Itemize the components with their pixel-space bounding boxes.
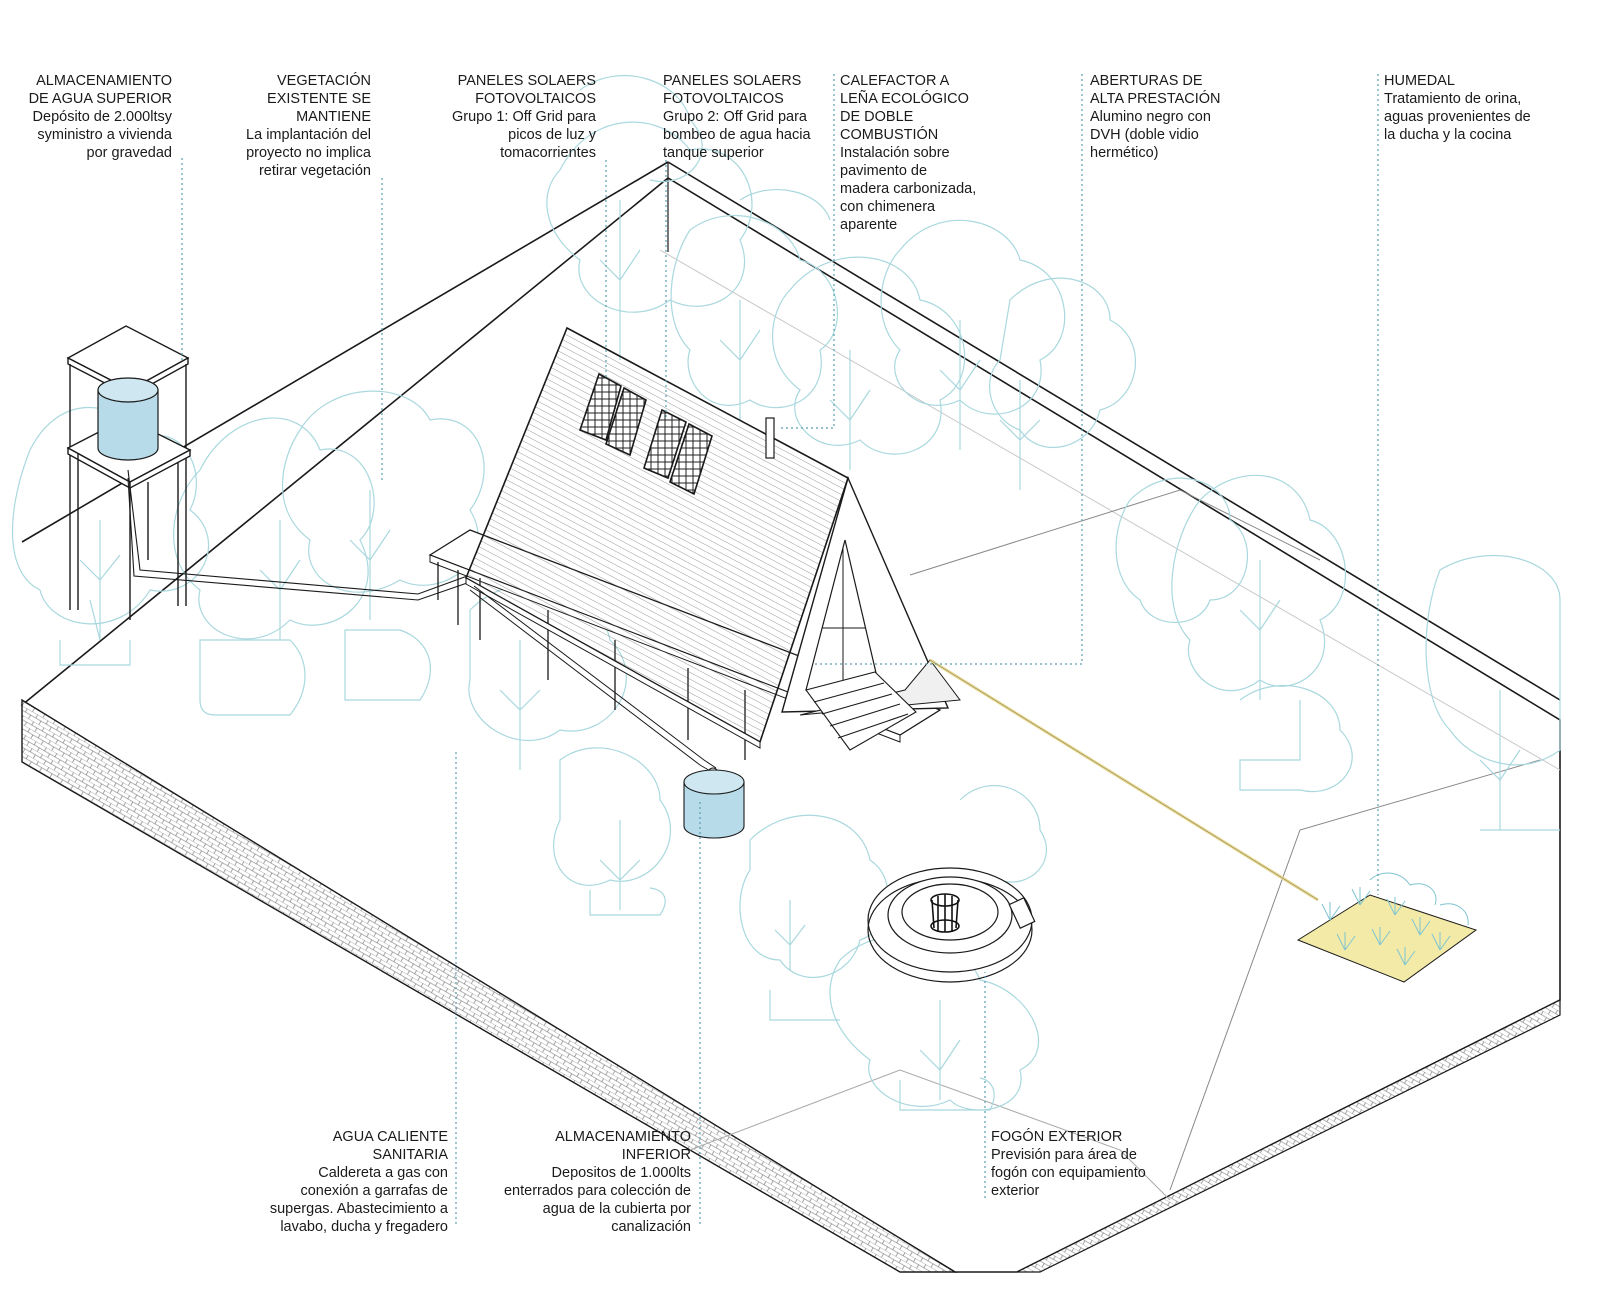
- label-vegetation: VEGETACIÓN EXISTENTE SE MANTIENE La impl…: [200, 72, 371, 180]
- label-upper-water-storage: ALMACENAMIENTO DE AGUA SUPERIOR Depósito…: [0, 72, 172, 162]
- label-title: HUMEDAL: [1384, 73, 1455, 89]
- label-title: CALEFACTOR A LEÑA ECOLÓGICO DE DOBLE COM…: [840, 73, 969, 143]
- label-title: ABERTURAS DE ALTA PRESTACIÓN: [1090, 73, 1221, 107]
- leader-lines: [181, 74, 1379, 1224]
- label-title: ALMACENAMIENTO INFERIOR: [555, 1129, 691, 1163]
- upper-water-tower: [66, 325, 192, 620]
- gravity-supply-pipe: [127, 469, 471, 601]
- site-top-surface: [20, 177, 1561, 1273]
- label-description: La implantación del proyecto no implica …: [246, 127, 371, 179]
- label-title: AGUA CALIENTE SANITARIA: [332, 1129, 448, 1163]
- site-wall-right: [1016, 999, 1561, 1273]
- label-description: Previsión para área de fogón con equipam…: [991, 1147, 1146, 1199]
- chimney: [765, 417, 775, 459]
- label-title: FOGÓN EXTERIOR: [991, 1129, 1123, 1145]
- label-description: Caldereta a gas con conexión a garrafas …: [269, 1165, 448, 1235]
- existing-vegetation: [11, 75, 1561, 1111]
- label-description: Tratamiento de orina, aguas provenientes…: [1384, 91, 1531, 143]
- upper-water-tank: [97, 377, 159, 461]
- label-description: Alumino negro con DVH (doble vidio hermé…: [1090, 109, 1211, 161]
- label-title: PANELES SOLAERS FOTOVOLTAICOS: [457, 73, 596, 107]
- label-title: ALMACENAMIENTO DE AGUA SUPERIOR: [28, 73, 172, 107]
- property-line: [659, 249, 1561, 771]
- label-solar-panels-group-2: PANELES SOLAERS FOTOVOLTAICOS Grupo 2: O…: [663, 72, 838, 162]
- label-description: Grupo 1: Off Grid para picos de luz y to…: [452, 109, 596, 161]
- solar-panels-group-2: [643, 408, 713, 496]
- label-description: Grupo 2: Off Grid para bombeo de agua ha…: [663, 109, 811, 161]
- label-title: PANELES SOLAERS FOTOVOLTAICOS: [663, 73, 802, 107]
- wetland: [1296, 872, 1478, 983]
- label-hot-water: AGUA CALIENTE SANITARIA Caldereta a gas …: [240, 1128, 448, 1236]
- solar-panels-group-1: [578, 372, 647, 457]
- entry-stairs: [805, 671, 917, 751]
- label-title: VEGETACIÓN EXISTENTE SE MANTIENE: [267, 73, 371, 125]
- lower-water-tank: [683, 769, 745, 839]
- label-high-performance-openings: ABERTURAS DE ALTA PRESTACIÓN Alumino neg…: [1090, 72, 1270, 162]
- label-wetland: HUMEDAL Tratamiento de orina, aguas prov…: [1384, 72, 1574, 144]
- label-lower-water-storage: ALMACENAMIENTO INFERIOR Depositos de 1.0…: [470, 1128, 691, 1236]
- site-wall-left: [21, 698, 958, 1273]
- a-frame-cabin: [428, 326, 961, 760]
- label-description: Instalación sobre pavimento de madera ca…: [840, 145, 977, 233]
- site-platform: [20, 161, 1561, 1273]
- label-solar-panels-group-1: PANELES SOLAERS FOTOVOLTAICOS Grupo 1: O…: [410, 72, 596, 162]
- fire-pit: [867, 867, 1036, 983]
- label-wood-heater: CALEFACTOR A LEÑA ECOLÓGICO DE DOBLE COM…: [840, 72, 1015, 234]
- label-fire-pit: FOGÓN EXTERIOR Previsión para área de fo…: [991, 1128, 1171, 1200]
- label-description: Depositos de 1.000lts enterrados para co…: [503, 1165, 691, 1235]
- label-description: Depósito de 2.000ltsy syministro a vivie…: [32, 109, 172, 161]
